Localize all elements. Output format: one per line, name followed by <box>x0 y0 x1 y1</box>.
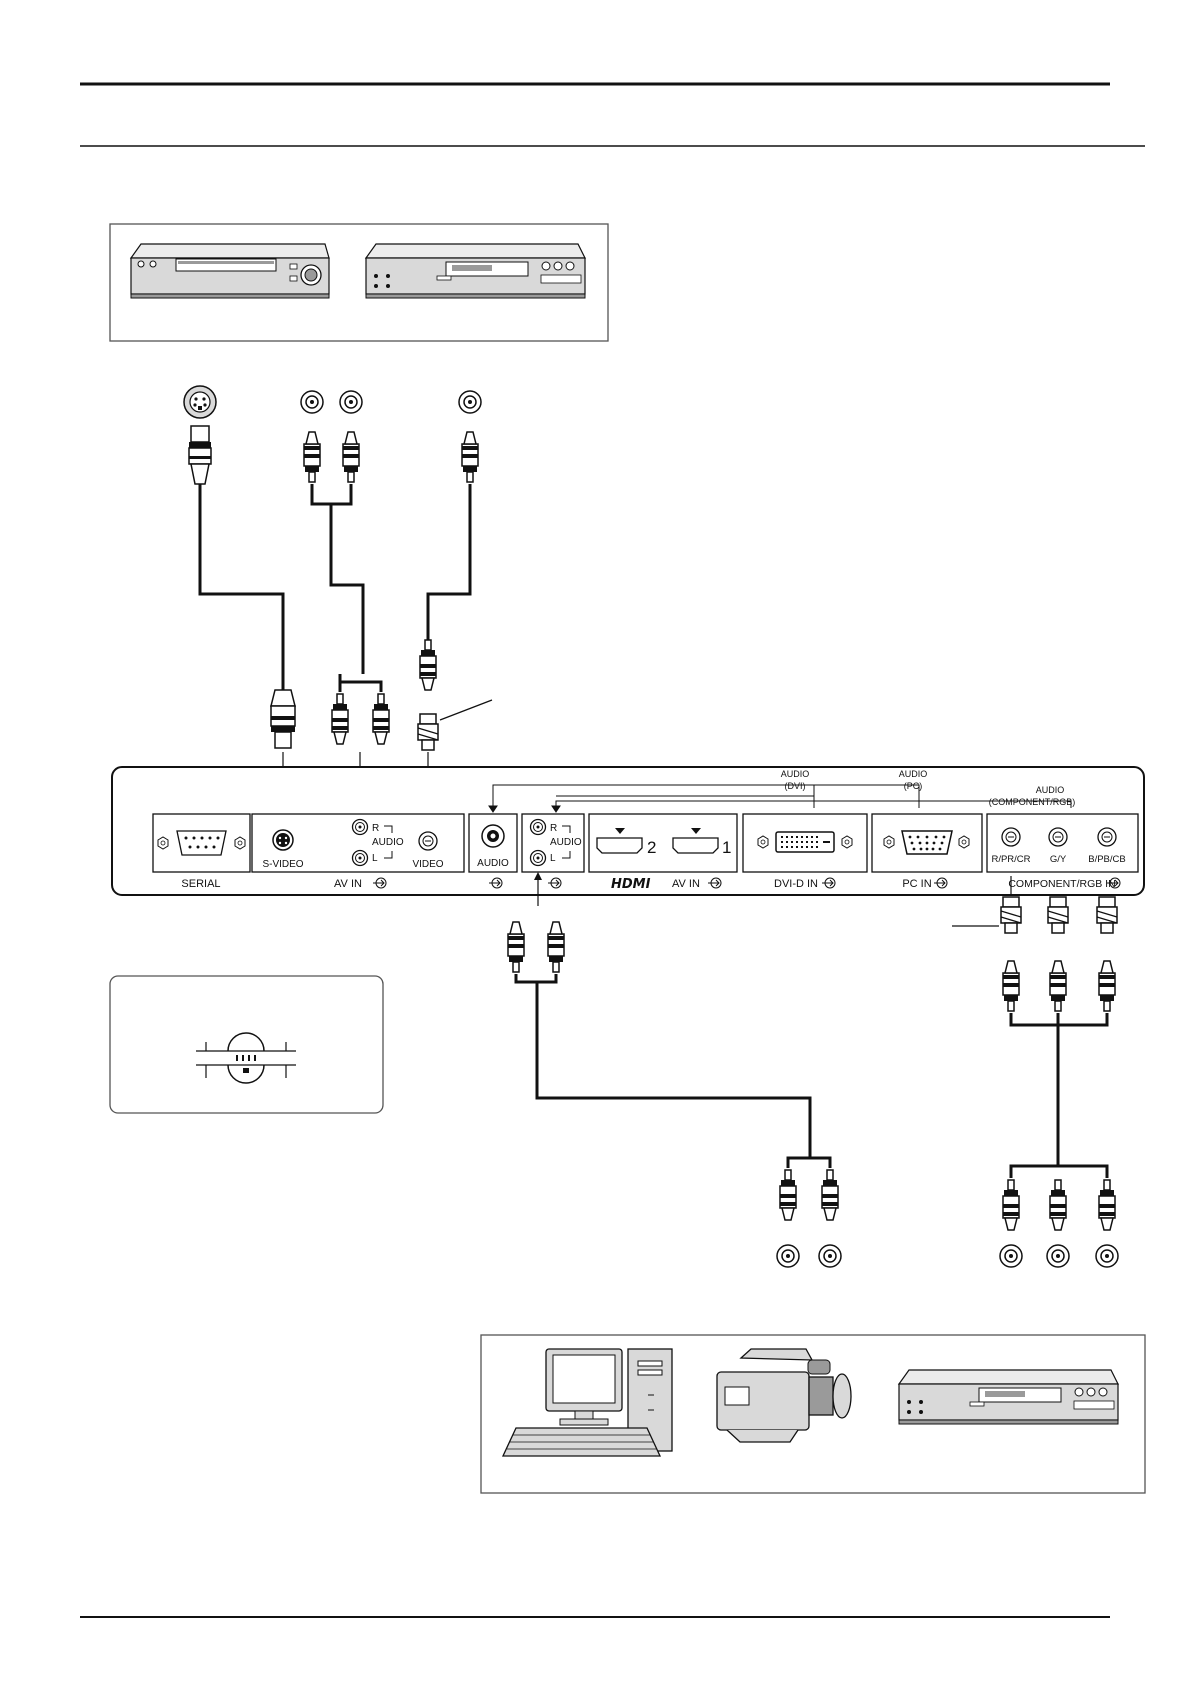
vcr-icon <box>131 244 329 298</box>
audio-l2-label: L <box>550 853 556 864</box>
audio-l-source-jack <box>301 391 323 413</box>
dvd-player-icon <box>366 244 585 298</box>
top-device-box <box>110 224 608 341</box>
g-y-label: G/Y <box>1050 854 1067 865</box>
pc-in-label: PC IN <box>902 878 931 890</box>
audio-jack-label: AUDIO <box>477 858 509 869</box>
bottom-device-box <box>481 1335 1145 1493</box>
audio-r2-label: R <box>550 823 557 834</box>
component-rgb-in-label: COMPONENT/RGB IN <box>1008 878 1115 890</box>
s-video-cable <box>189 426 295 748</box>
r-pr-cr-label: R/PR/CR <box>991 854 1030 865</box>
audio-cable-bottom <box>508 872 841 1267</box>
serial-label: SERIAL <box>181 878 220 890</box>
video-port <box>419 832 437 850</box>
component-rgb-group: R/PR/CR G/Y B/PB/CB COMPONENT/RGB IN <box>987 814 1138 890</box>
s-video-label: S-VIDEO <box>262 859 303 870</box>
dvd-player-icon <box>899 1370 1118 1424</box>
audio-comp-label-1: AUDIO <box>1036 785 1065 795</box>
s-video-plug-inset <box>110 976 383 1113</box>
hdmi-2-label: 2 <box>647 838 656 857</box>
audio-cable-av-in <box>304 432 389 744</box>
audio-r-source-jack <box>340 391 362 413</box>
b-pb-cb-label: B/PB/CB <box>1088 854 1126 865</box>
audio-pc-label-1: AUDIO <box>899 769 928 779</box>
video-source-jack <box>459 391 481 413</box>
video-cable <box>418 432 492 750</box>
component-cable <box>952 876 1118 1267</box>
terminal-panel: SERIAL S-VIDEO R AUDIO L <box>112 767 1144 895</box>
av-in-label: AV IN <box>334 878 362 890</box>
audio-r-port <box>353 820 368 835</box>
dvi-d-in-label: DVI-D IN <box>774 878 818 890</box>
audio-r-label: R <box>372 823 379 834</box>
audio-l-port <box>353 851 368 866</box>
audio-dvi-label-2: (DVI) <box>785 781 806 791</box>
audio-dvi-label-1: AUDIO <box>781 769 810 779</box>
hdmi-av-in-label: AV IN <box>672 878 700 890</box>
audio2-label: AUDIO <box>550 837 582 848</box>
audio-pc-label-2: (PC) <box>904 781 923 791</box>
s-video-port <box>273 830 293 850</box>
audio-l-label: L <box>372 853 378 864</box>
video-label: VIDEO <box>412 859 443 870</box>
hdmi-1-label: 1 <box>722 838 731 857</box>
hdmi-logo: HDMI <box>611 877 651 892</box>
audio-comp-label-2: (COMPONENT/RGB) <box>989 797 1076 807</box>
audio-label: AUDIO <box>372 837 404 848</box>
s-video-source-jack <box>184 386 216 418</box>
